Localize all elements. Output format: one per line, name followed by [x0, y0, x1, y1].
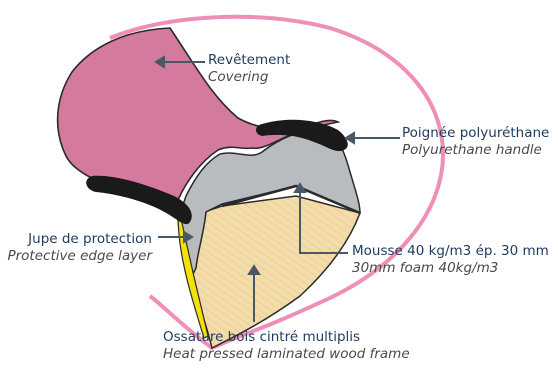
- handle-label-en: Polyurethane handle: [402, 142, 549, 159]
- wood-label-fr: Ossature bois cintré multiplis: [163, 329, 410, 346]
- covering-label: Revêtement Covering: [208, 52, 290, 86]
- covering-label-fr: Revêtement: [208, 52, 290, 69]
- covering-label-en: Covering: [208, 69, 290, 86]
- wood-frame: [190, 196, 360, 348]
- edge-label-en: Protective edge layer: [7, 248, 152, 265]
- foam-label: Mousse 40 kg/m3 ép. 30 mm 30mm foam 40kg…: [352, 243, 549, 277]
- handle-label-fr: Poignée polyuréthane: [402, 125, 549, 142]
- edge-label-fr: Jupe de protection: [7, 231, 152, 248]
- wood-label: Ossature bois cintré multiplis Heat pres…: [163, 329, 410, 363]
- edge-label: Jupe de protection Protective edge layer: [7, 231, 152, 265]
- foam-label-fr: Mousse 40 kg/m3 ép. 30 mm: [352, 243, 549, 260]
- wood-label-en: Heat pressed laminated wood frame: [163, 346, 410, 363]
- foam-label-en: 30mm foam 40kg/m3: [352, 260, 549, 277]
- handle-label: Poignée polyuréthane Polyurethane handle: [402, 125, 549, 159]
